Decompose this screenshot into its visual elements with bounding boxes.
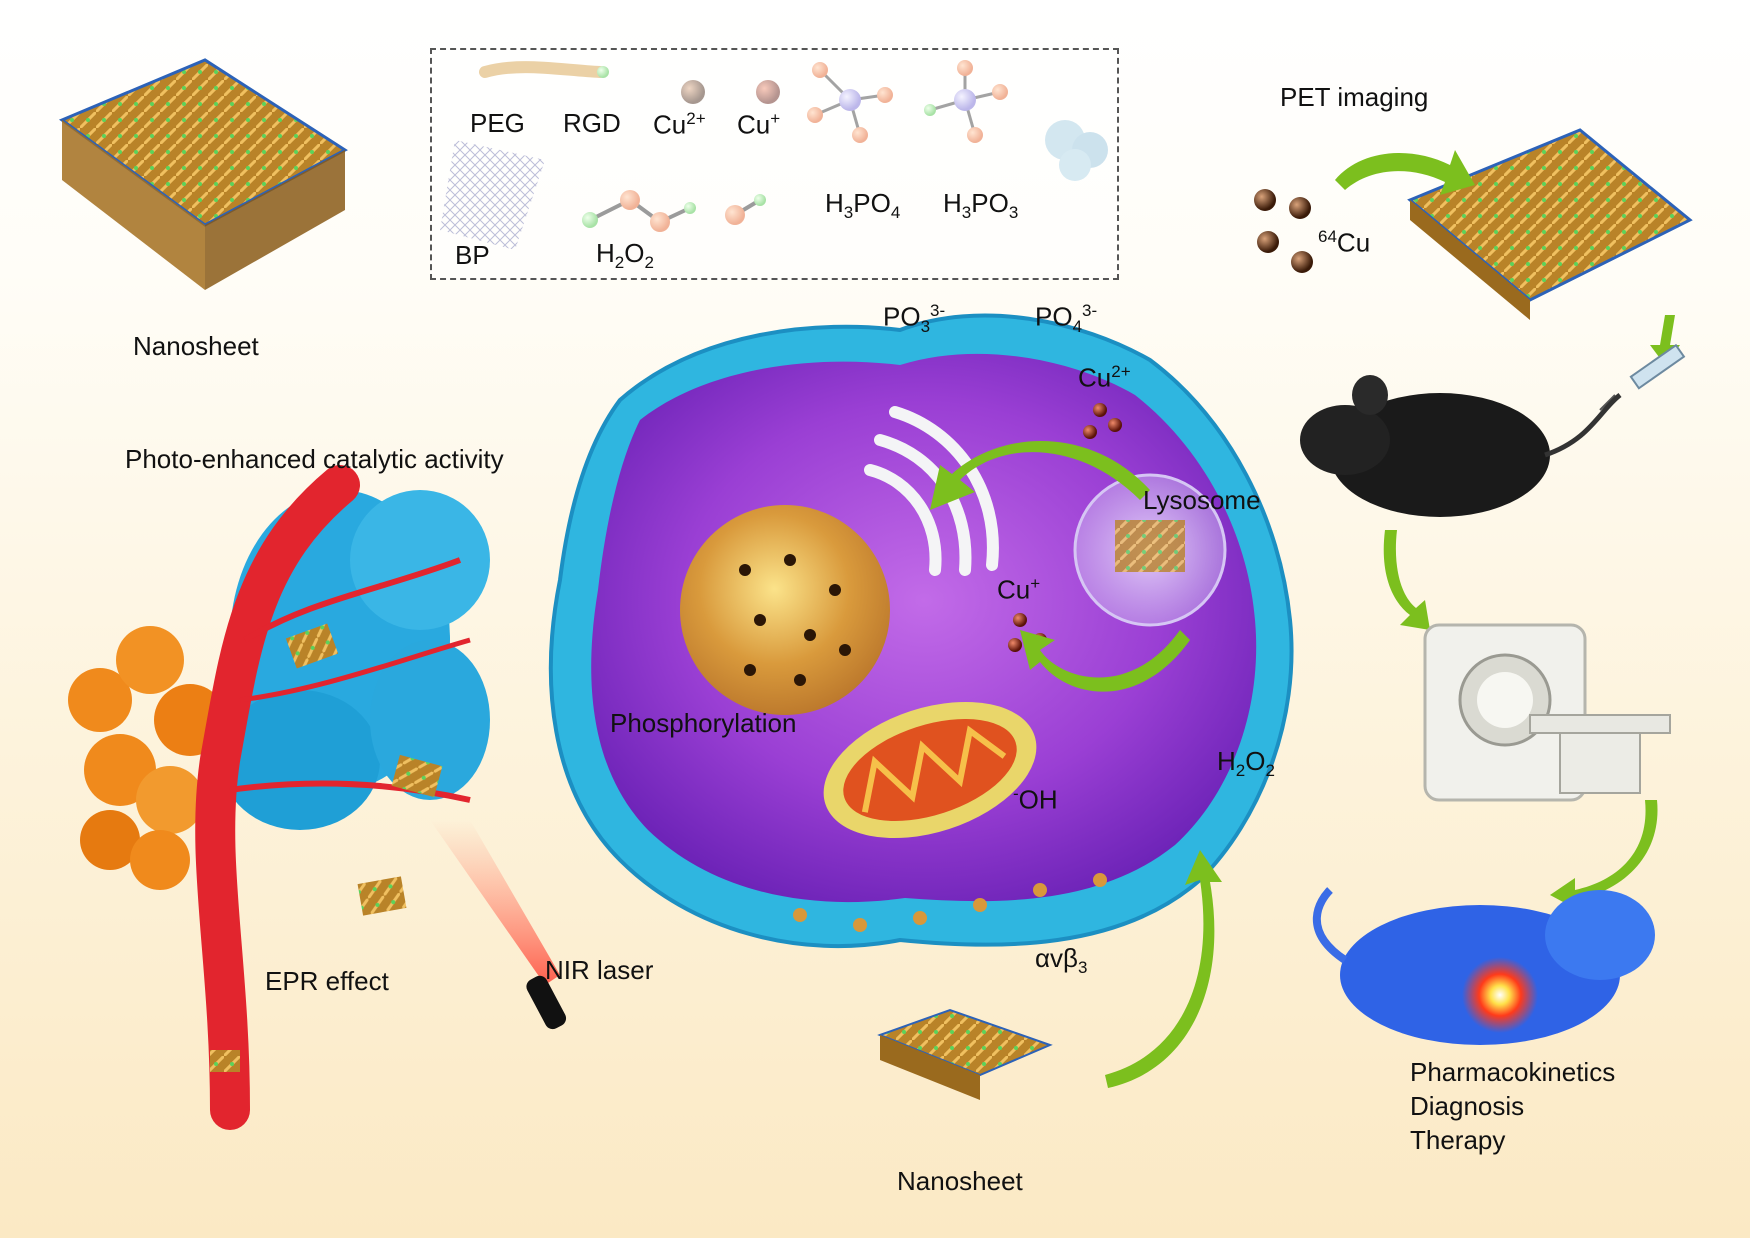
cell (548, 313, 1294, 949)
phosphorylation-label: Phosphorylation (610, 708, 797, 738)
cell-arrows (930, 441, 1190, 692)
legend-cu2-label: Cu2+ (653, 109, 706, 140)
legend-h3po3-label: H3PO3 (943, 188, 1019, 223)
flow-arrows-right (1105, 150, 1680, 1088)
integrin-receptors (793, 873, 1107, 932)
cu64-radioisotopes (1254, 189, 1313, 273)
h2o2-cell-label: H2O2 (1217, 746, 1275, 781)
lysosome-label: Lysosome (1143, 485, 1261, 515)
nir-laser-label: NIR laser (545, 955, 654, 985)
legend-box (430, 48, 1119, 280)
cu64-label: 64Cu (1318, 227, 1371, 258)
nanosheet-top-graphic (58, 58, 348, 290)
legend-cu1-label: Cu+ (737, 109, 781, 140)
cu1-cell-label: Cu+ (997, 574, 1041, 605)
tumor-orange-cluster (68, 626, 226, 890)
nucleus (680, 505, 890, 715)
integrin-label: αvβ3 (1035, 943, 1088, 978)
epr-effect-label: EPR effect (265, 966, 389, 996)
legend-rgd-label: RGD (563, 108, 621, 138)
photo-enhanced-label: Photo-enhanced catalytic activity (125, 444, 504, 474)
nanosheet-top-label: Nanosheet (133, 331, 259, 361)
mouse-black (1300, 375, 1622, 517)
tumor-nanosheets (210, 623, 443, 1072)
pet-scanner (1423, 623, 1671, 802)
outcome-diagnosis: Diagnosis (1410, 1091, 1525, 1121)
po3-label: PO33- (883, 301, 946, 336)
nanosheet-bottom-label: Nanosheet (897, 1166, 1023, 1196)
nanosheet-bottom-graphic (877, 1008, 1053, 1100)
blood-vessel (195, 465, 471, 1130)
pet-imaging-label: PET imaging (1280, 82, 1429, 112)
outcome-list: Pharmacokinetics Diagnosis Therapy (1410, 1055, 1615, 1157)
legend-bp-label: BP (455, 240, 490, 270)
mitochondrion (823, 701, 1037, 839)
radiolabeled-nanosheet (1407, 128, 1693, 320)
outcome-pharmacokinetics: Pharmacokinetics (1410, 1057, 1616, 1087)
mouse-pet-image (1312, 887, 1655, 1045)
cu2-cell-label: Cu2+ (1078, 362, 1131, 393)
syringe (1599, 343, 1686, 411)
tumor-blue-mass (220, 490, 490, 830)
hydroxyl-label: -OH (1013, 784, 1058, 815)
outcome-therapy: Therapy (1410, 1125, 1506, 1155)
po4-label: PO43- (1035, 301, 1098, 336)
nir-laser-beam (430, 820, 567, 1030)
legend-h2o2-label: H2O2 (596, 238, 654, 273)
legend-peg-label: PEG (470, 108, 525, 138)
cu-ions-cell (1008, 403, 1122, 652)
legend-h3po4-label: H3PO4 (825, 188, 901, 223)
